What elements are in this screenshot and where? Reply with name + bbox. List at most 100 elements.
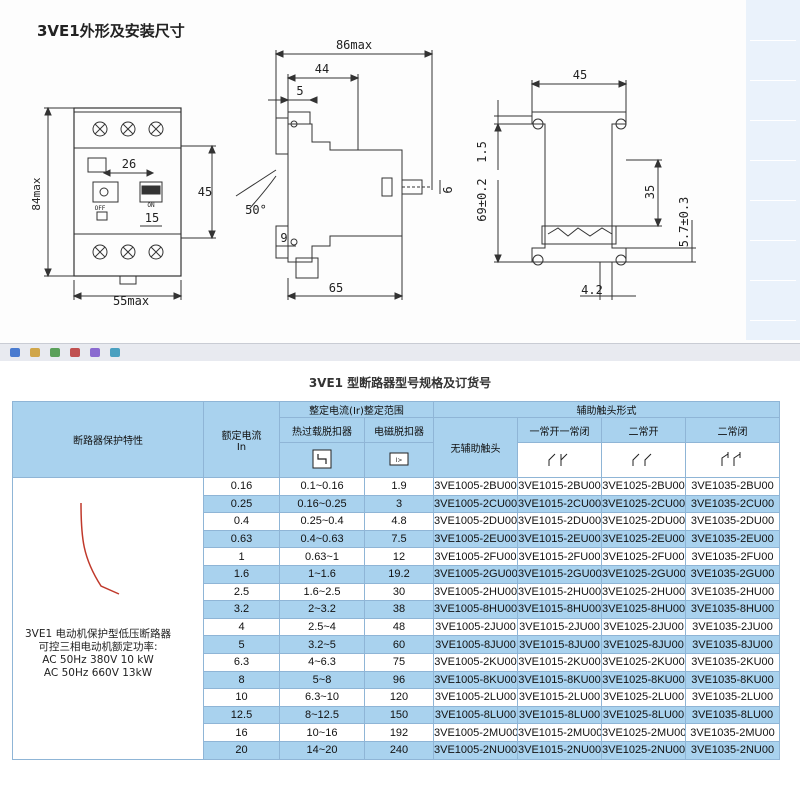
order-no-none-cell: 3VE1005-8KU00 [433,670,518,690]
rated-current-cell: 6.3 [203,652,280,672]
rated-current-cell: 20 [203,740,280,760]
order-no-two-nc-cell: 3VE1035-2KU00 [685,652,780,672]
mounting-view [494,80,696,300]
dim-9: 9 [280,231,287,245]
magnetic-value-cell: 96 [364,670,434,690]
svg-text:I>: I> [396,457,403,464]
taskbar-icon [50,348,60,357]
magnetic-value-cell: 60 [364,635,434,654]
order-no-two-no-cell: 3VE1025-2CU00 [601,494,686,514]
order-no-no-nc-cell: 3VE1015-2EU00 [517,529,602,549]
rated-current-cell: 16 [203,723,280,742]
order-no-none-cell: 3VE1005-8HU00 [433,600,518,619]
order-no-none-cell: 3VE1005-2HU00 [433,582,518,602]
dim-15: 15 [145,211,159,225]
rated-current-cell: 0.25 [203,494,280,514]
thermal-range-cell: 1.6~2.5 [279,582,365,602]
rated-current-cell: 0.16 [203,477,280,496]
order-no-no-nc-cell: 3VE1015-8JU00 [517,635,602,654]
order-no-two-no-cell: 3VE1025-2JU00 [601,617,686,637]
order-no-no-nc-cell: 3VE1015-2GU00 [517,564,602,584]
dim-6: 6 [441,186,455,193]
thermal-range-cell: 0.25~0.4 [279,512,365,531]
order-no-two-no-cell: 3VE1025-2DU00 [601,512,686,531]
protection-description: 3VE1 电动机保护型低压断路器可控三相电动机额定功率:AC 50Hz 380V… [25,628,171,680]
order-no-two-nc-cell: 3VE1035-8KU00 [685,670,780,690]
header-magnetic: 电磁脱扣器 [364,417,434,443]
description-line: 可控三相电动机额定功率: [38,641,158,653]
order-no-none-cell: 3VE1005-2FU00 [433,547,518,566]
drawing-title: 3VE1外形及安装尺寸 [37,22,185,40]
rated-current-cell: 8 [203,670,280,690]
rated-current-cell: 1.6 [203,564,280,584]
order-no-none-cell: 3VE1005-2JU00 [433,617,518,637]
order-no-no-nc-cell: 3VE1015-8LU00 [517,705,602,725]
order-no-two-no-cell: 3VE1025-8KU00 [601,670,686,690]
order-no-no-nc-cell: 3VE1015-2HU00 [517,582,602,602]
taskbar-icon [10,348,20,357]
label-on: ON [147,202,155,209]
order-no-no-nc-cell: 3VE1015-8KU00 [517,670,602,690]
magnetic-value-cell: 38 [364,600,434,619]
header-two-no: 二常开 [601,417,686,443]
dim-35: 35 [643,185,657,199]
description-line: 3VE1 电动机保护型低压断路器 [25,628,172,640]
header-rated-current-unit: In [236,441,247,453]
order-no-none-cell: 3VE1005-2LU00 [433,688,518,707]
magnetic-value-cell: 3 [364,494,434,514]
header-no-nc: 一常开一常闭 [517,417,602,443]
rated-current-cell: 3.2 [203,600,280,619]
order-no-none-cell: 3VE1005-2DU00 [433,512,518,531]
order-no-two-no-cell: 3VE1025-8JU00 [601,635,686,654]
thermal-range-cell: 4~6.3 [279,652,365,672]
order-no-two-nc-cell: 3VE1035-8HU00 [685,600,780,619]
order-no-none-cell: 3VE1005-2EU00 [433,529,518,549]
order-no-no-nc-cell: 3VE1015-2NU00 [517,740,602,760]
order-no-two-no-cell: 3VE1025-8HU00 [601,600,686,619]
thermal-range-cell: 0.1~0.16 [279,477,365,496]
top-terminal-screws [92,121,164,137]
header-thermal: 热过载脱扣器 [279,417,365,443]
rated-current-cell: 1 [203,547,280,566]
dim-26: 26 [122,157,136,171]
table-title: 3VE1 型断路器型号规格及订货号 [308,376,492,390]
contact-symbol-two-nc [685,442,780,478]
thermal-symbol-cell [279,442,365,478]
dim-84max: 84max [30,177,43,210]
dim-5: 5 [296,84,303,98]
order-no-two-no-cell: 3VE1025-2EU00 [601,529,686,549]
order-no-two-nc-cell: 3VE1035-2CU00 [685,494,780,514]
dim-45-front: 45 [198,185,212,199]
order-no-two-no-cell: 3VE1025-2KU00 [601,652,686,672]
dim-5-7: 5.7±0.3 [677,197,691,248]
order-no-none-cell: 3VE1005-2GU00 [433,564,518,584]
thermal-range-cell: 2.5~4 [279,617,365,637]
description-line: AC 50Hz 380V 10 kW [42,654,154,666]
magnetic-value-cell: 12 [364,547,434,566]
header-setting-range: 整定电流(Ir)整定范围 [279,401,434,418]
magnetic-symbol-cell: I> [364,442,434,478]
order-no-two-nc-cell: 3VE1035-2DU00 [685,512,780,531]
rated-current-cell: 10 [203,688,280,707]
header-rated-current-label: 额定电流 [221,430,262,442]
dim-65: 65 [329,281,343,295]
order-no-two-no-cell: 3VE1025-2BU00 [601,477,686,496]
order-no-two-nc-cell: 3VE1035-2MU00 [685,723,780,742]
thermal-range-cell: 0.4~0.63 [279,529,365,549]
thermal-range-cell: 0.16~0.25 [279,494,365,514]
rated-current-cell: 12.5 [203,705,280,725]
magnetic-value-cell: 4.8 [364,512,434,531]
label-off: OFF [95,205,106,212]
dim-55max: 55max [113,294,149,308]
order-no-two-no-cell: 3VE1025-2FU00 [601,547,686,566]
thermal-range-cell: 1~1.6 [279,564,365,584]
dimension-drawing-panel: 3VE1外形及安装尺寸 [0,0,800,350]
dim-45-mount: 45 [573,68,587,82]
